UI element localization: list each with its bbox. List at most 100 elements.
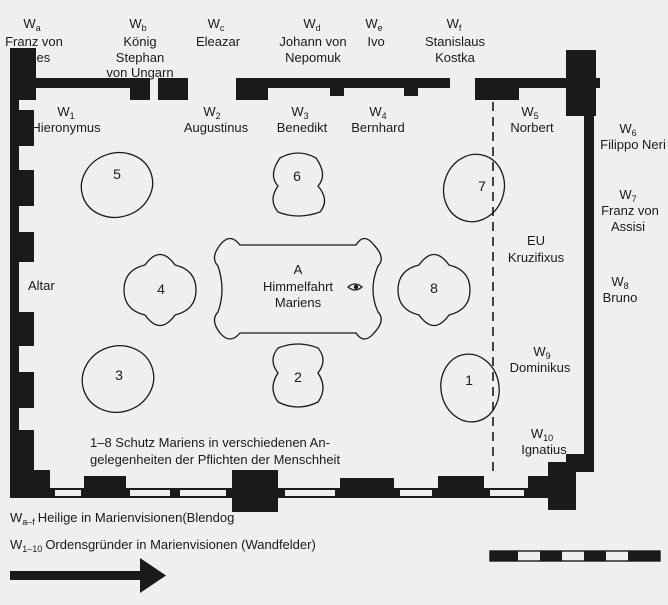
founder-line: Ignatius: [521, 442, 567, 457]
saint-sub: d: [316, 23, 321, 33]
bottom-opening: [130, 490, 170, 496]
saint-sub: c: [220, 23, 225, 33]
founder-line: Bruno: [603, 290, 638, 305]
founder-code: W: [521, 104, 534, 119]
center-line-2: Mariens: [275, 295, 322, 310]
founder-sub: 9: [546, 351, 551, 361]
founder-code: W: [203, 104, 216, 119]
saint-line: Nepomuk: [285, 50, 341, 65]
saint-label-e: We Ivo: [365, 16, 384, 49]
founder-sub: 2: [216, 111, 221, 121]
founder-line: Hieronymus: [31, 120, 101, 135]
right-wall: [584, 100, 594, 470]
saint-line: Stephan: [116, 50, 164, 65]
founder-sub: 3: [304, 111, 309, 121]
field-oval-1: [440, 353, 500, 423]
saint-line: Kostka: [435, 50, 476, 65]
eu-line-2: Kruzifixus: [508, 250, 565, 265]
cusped-fields: [272, 152, 326, 408]
svg-text:Wa: Wa: [23, 16, 40, 33]
field-number-2: 2: [294, 369, 302, 385]
bottom-wall-left-end: [10, 470, 50, 498]
field-oval-5: [80, 151, 154, 219]
scale-bar: [489, 550, 661, 562]
saint-line: Johann von: [279, 34, 346, 49]
founder-code: W: [611, 274, 624, 289]
founder-label-5: W5 Norbert: [510, 104, 554, 135]
saints-top-labels: Wa Franz von Sales Wb König Stephan von …: [5, 16, 485, 80]
svg-text:W2: W2: [203, 104, 220, 121]
bottom-opening: [400, 490, 432, 496]
svg-text:We: We: [365, 16, 382, 33]
founder-line: Benedikt: [277, 120, 328, 135]
founder-label-2: W2 Augustinus: [184, 104, 249, 135]
field-quatrefoil-4: [123, 253, 197, 327]
saint-sub: f: [459, 23, 462, 33]
walls: [10, 48, 600, 512]
right-tower-bottom: [566, 454, 594, 472]
saint-sub: b: [142, 23, 147, 33]
top-wall-right: [475, 78, 600, 88]
saint-line: von Ungarn: [106, 65, 173, 80]
founder-label-6: W6 Filippo Neri: [600, 121, 666, 152]
left-wall-block-3: [10, 232, 34, 262]
top-wall-left: [10, 78, 130, 88]
oval-fields: [80, 151, 506, 423]
founder-code: W: [369, 104, 382, 119]
direction-arrow-icon: [10, 558, 166, 593]
founder-code: W: [291, 104, 304, 119]
founder-sub: 6: [632, 128, 637, 138]
svg-text:W5: W5: [521, 104, 538, 121]
field-number-8: 8: [430, 280, 438, 296]
top-pier-b-left: [130, 78, 150, 100]
bottom-opening: [285, 490, 335, 496]
field-caption: 1–8 Schutz Mariens in verschiedenen An- …: [90, 435, 340, 467]
founder-label-7: W7 Franz von Assisi: [601, 187, 659, 234]
top-pier-b-right: [158, 78, 188, 100]
founder-sub: 10: [543, 433, 553, 443]
field-number-1: 1: [465, 372, 473, 388]
left-wall-block-5: [10, 372, 34, 408]
top-pier-d: [330, 78, 344, 96]
founder-code: W: [619, 121, 632, 136]
founders-inner-labels: W1 Hieronymus W2 Augustinus W3 Benedikt …: [31, 104, 571, 457]
left-wall-block-2: [10, 170, 34, 206]
founder-label-10: W10 Ignatius: [521, 426, 567, 457]
founder-line: Franz von: [601, 203, 659, 218]
left-wall-block-1: [10, 110, 34, 146]
bottom-pier-1: [84, 476, 126, 498]
eye-mark-icon: [347, 283, 363, 291]
top-pier-f: [475, 78, 519, 100]
saint-line: Stanislaus: [425, 34, 485, 49]
saint-code: W: [303, 16, 316, 31]
founder-code: W: [531, 426, 544, 441]
svg-text:W3: W3: [291, 104, 308, 121]
svg-text:W7: W7: [619, 187, 636, 204]
center-field-outline: [213, 237, 382, 340]
founder-sub: 1: [70, 111, 75, 121]
founder-line: Augustinus: [184, 120, 249, 135]
saint-line: Sales: [18, 50, 51, 65]
quatrefoil-fields: [123, 253, 471, 327]
field-cusped-6: [272, 152, 326, 217]
left-wall: [10, 78, 19, 488]
founder-line: Norbert: [510, 120, 554, 135]
founder-label-8: W8 Bruno: [603, 274, 638, 305]
field-number-5: 5: [113, 166, 121, 182]
center-code: A: [294, 262, 303, 277]
svg-text:W1: W1: [57, 104, 74, 121]
founder-code: W: [57, 104, 70, 119]
saint-line: Ivo: [367, 34, 384, 49]
field-number-7: 7: [478, 178, 486, 194]
saint-label-f: Wf Stanislaus Kostka: [425, 16, 485, 65]
bottom-opening: [180, 490, 226, 496]
founder-sub: 5: [534, 111, 539, 121]
saint-label-b: Wb König Stephan von Ungarn: [106, 16, 173, 80]
saint-code: W: [23, 16, 36, 31]
altar-label: Altar: [28, 278, 55, 293]
field-cusped-2: [272, 343, 324, 408]
svg-text:Wc: Wc: [208, 16, 225, 33]
